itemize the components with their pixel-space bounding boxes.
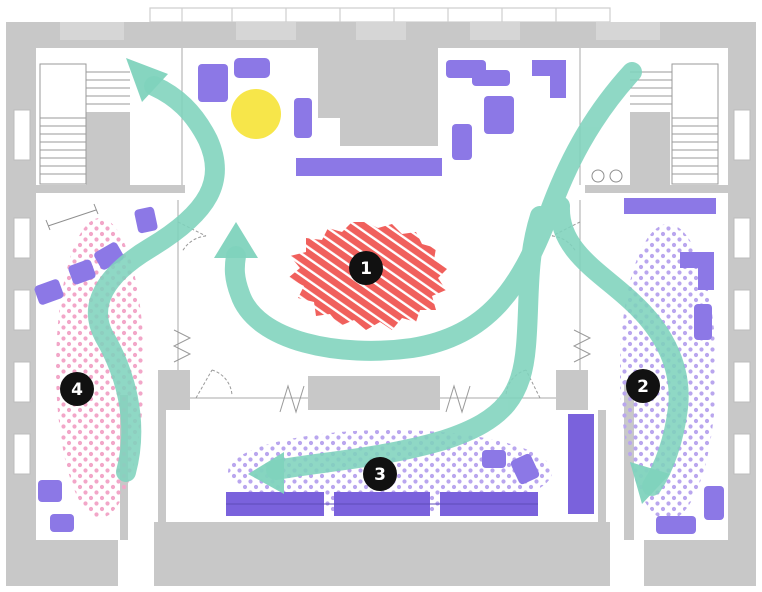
zone-badge-2: 2 [626,369,660,403]
flow-arrow-head [248,452,284,494]
corner-sofa [680,252,714,290]
flow-arrows [87,62,689,496]
bench [624,198,716,214]
walls [6,22,756,586]
flow-arrow-right-down [550,196,689,496]
tall-cabinet [568,414,594,514]
flow-arrow-head [214,222,258,258]
flow-arrow-head [126,58,168,102]
wall-inner-right-top [630,112,670,190]
zone-label-4: 4 [71,380,83,400]
wall-left-mid [30,185,185,193]
chair [198,64,228,102]
chair [294,98,312,138]
flow-arrow-to-bottom [266,206,550,480]
chair [484,96,514,134]
wall-right-mid [585,185,730,193]
radiator-icon [572,329,592,363]
bench-outline [45,203,99,231]
windows [13,109,751,475]
radiator-icon [445,384,471,414]
door-swing-icon [195,369,233,399]
staircase-left [39,63,130,185]
flow-arrowheads [126,58,670,504]
chair [704,486,724,520]
chair [234,58,270,78]
numbered-circle-icon [60,372,94,406]
flow-arrow-right-to-center [224,62,642,361]
chair [694,304,712,340]
chair [34,279,64,305]
flow-arrow-left-up [87,76,225,482]
numbered-circle-icon [363,457,397,491]
chair [656,516,696,534]
wall-left-lower [158,410,166,522]
wall-bottom-left [6,540,118,586]
zone-badge-3: 3 [363,457,397,491]
wall-bottom-center [154,522,610,586]
chair [452,124,472,160]
chair [134,206,158,234]
staircase-right [630,63,719,185]
zone-badge-1: 1 [349,251,383,285]
wall-center-block [318,48,438,118]
numbered-circle-icon [349,251,383,285]
chair [50,514,74,532]
chair [510,453,540,485]
zone-label-2: 2 [637,377,649,397]
bench [296,158,442,176]
wall-right-lower [598,410,606,522]
wall-center-block-lower [340,118,438,146]
chair [38,480,62,502]
radiator-icon [172,329,192,363]
radiator-icon [279,384,305,414]
flow-arrow-head [630,462,670,504]
chair [68,259,96,285]
wall-bottom-right [644,540,756,586]
roof-outline [149,7,611,23]
corner-sofa [532,60,566,98]
small-fixtures [45,169,623,231]
wall-inner-left-top [86,112,130,190]
lamp-icon [591,169,605,183]
wall-left-pillar [158,370,190,410]
zone-badge-4: 4 [60,372,94,406]
zone-label-1: 1 [360,259,372,279]
wall-right-pillar [556,370,588,410]
chair [482,450,506,468]
chair [472,70,510,86]
numbered-circle-icon [626,369,660,403]
zone-label-3: 3 [374,465,386,485]
sun-marker [231,89,281,139]
lamp-icon [609,169,623,183]
wall-right-col [624,380,634,540]
wall-center-bottom [308,376,440,410]
